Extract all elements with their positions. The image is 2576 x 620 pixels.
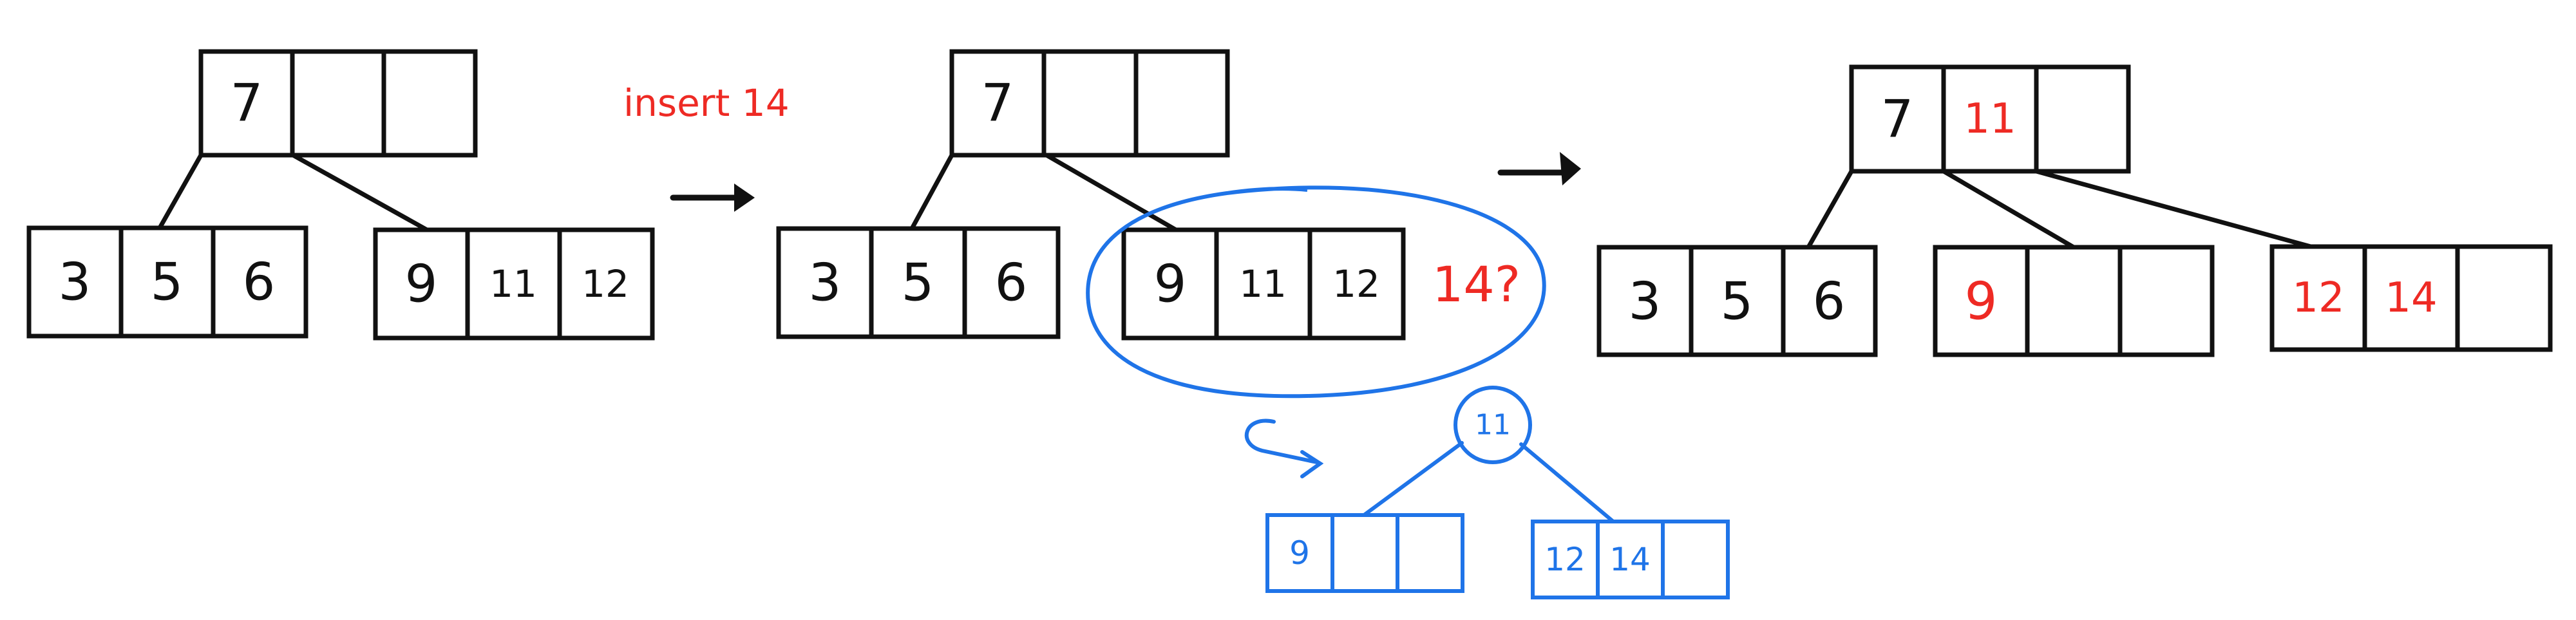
edge [1362,441,1464,517]
stage2-right-node [1121,227,1406,341]
stage1-right-key-1: 9 [405,254,438,314]
stage-3: 7 3 5 6 9 11 12 14 [1596,64,2553,357]
edge [2034,169,2313,249]
stage2-edges [909,153,1179,232]
stage2-right-key-1: 9 [1154,254,1187,314]
stage1-right-key-2: 11 [489,262,537,306]
stage3-root-key-1: 7 [1881,89,1914,149]
edge [1806,169,1854,250]
edge [290,153,430,232]
stage2-root-key-1: 7 [981,73,1014,133]
stage2-left-key-1: 3 [809,253,842,313]
edge [1941,169,2076,250]
stage2-left-key-3: 6 [995,253,1028,313]
split-edges [1362,441,1615,523]
overflow-highlight-ellipse [1086,185,1546,399]
stage1-left-key-3: 6 [243,252,276,312]
stage2-root-node [949,49,1230,158]
split-left-node [1265,513,1464,593]
split-sketch: 11 9 12 14 [1244,386,1730,599]
stage3-root-key-2: 11 [1964,95,2016,143]
split-right-key-2: 14 [1609,541,1651,578]
stage2-left-node [776,226,1061,339]
pending-key-label: 14? [1432,256,1520,313]
edge [157,153,204,230]
stage1-left-key-2: 5 [151,252,184,312]
stage1-right-node [373,227,655,341]
stage2-left-key-2: 5 [902,253,934,313]
split-right-node [1531,520,1730,599]
promoted-key: 11 [1475,409,1511,442]
stage3-left-key-1: 3 [1629,272,1662,332]
stage3-right-key-2: 14 [2385,274,2437,322]
stage1-left-node [26,225,308,339]
stage-2: 7 3 5 6 9 11 12 14? [776,49,1546,399]
stage1-root-key-1: 7 [231,73,263,133]
stage2-right-key-2: 11 [1239,262,1287,306]
split-right-key-1: 12 [1544,541,1586,578]
stage3-root-node [1849,64,2131,174]
stage-1: 7 3 5 6 9 11 12 [26,49,655,341]
promoted-key-circle [1454,386,1532,464]
split-left-key-1: 9 [1289,534,1310,572]
stage3-right-key-1: 12 [2292,274,2344,322]
stage3-left-node [1596,245,1878,357]
stage3-left-key-3: 6 [1813,272,1846,332]
stage1-root-node [198,49,478,158]
stage3-right-node [2269,244,2553,352]
stage3-middle-node [1933,245,2215,357]
stage1-edges [157,153,430,232]
arrow-2-icon [1497,152,1581,185]
split-arrow-icon [1244,418,1324,478]
arrow-1-icon [670,183,755,212]
stage2-right-key-3: 12 [1332,262,1380,306]
stage1-left-key-1: 3 [59,252,91,312]
edge [1519,442,1615,523]
stage3-middle-key-1: 9 [1965,272,1998,332]
stage3-edges [1806,169,2313,250]
edge [909,153,954,231]
insert-label: insert 14 [623,81,790,125]
stage3-left-key-2: 5 [1721,272,1754,332]
stage1-right-key-3: 12 [582,262,629,306]
edge [1044,153,1179,232]
